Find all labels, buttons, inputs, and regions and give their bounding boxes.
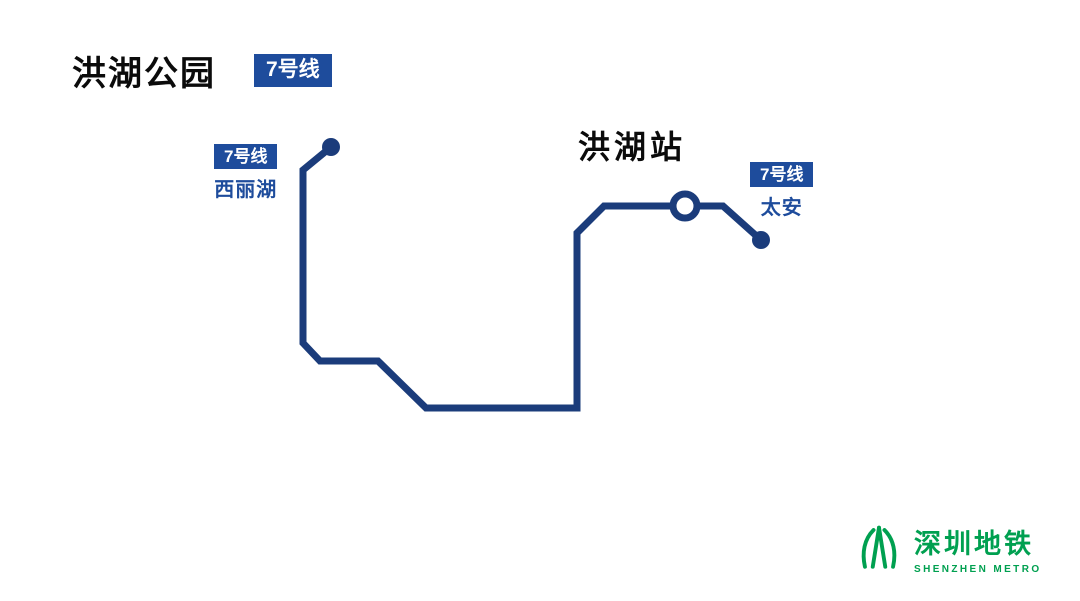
shenzhen-metro-logo: 深圳地铁 SHENZHEN METRO	[854, 520, 1042, 576]
station-label: 洪湖站	[578, 129, 687, 165]
line-badge-right: 7号线	[750, 162, 814, 188]
terminus-left: 7号线 西丽湖	[214, 144, 278, 202]
line-badge-title: 7号线	[254, 54, 332, 87]
logo-name-cn: 深圳地铁	[914, 528, 1034, 559]
route-end-dot	[752, 231, 770, 249]
title-row: 洪湖公园 7号线	[72, 46, 332, 95]
shenzhen-metro-logo-icon	[861, 525, 897, 569]
logo-name-en: SHENZHEN METRO	[914, 563, 1042, 575]
route-line	[299, 144, 764, 412]
page-title: 洪湖公园	[72, 55, 216, 93]
terminus-right: 7号线 太安	[750, 162, 814, 220]
route-start-dot	[322, 138, 340, 156]
terminus-right-name: 太安	[760, 197, 803, 220]
line-badge-left: 7号线	[214, 144, 278, 170]
station-marker	[669, 190, 701, 222]
logo-text: 深圳地铁 SHENZHEN METRO	[914, 522, 1042, 575]
terminus-left-name: 西丽湖	[214, 179, 278, 202]
